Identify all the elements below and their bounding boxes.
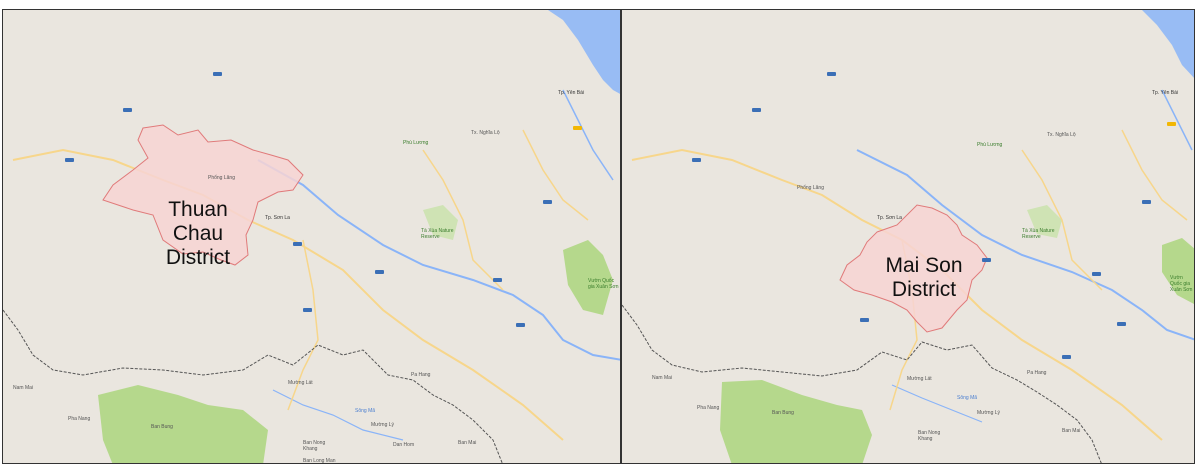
national-border: [3, 309, 503, 463]
place-label: Vườn Quốc gia Xuân Sơn: [588, 278, 619, 290]
district-label-line-1: Mai Son: [885, 254, 963, 277]
road-shield: [1167, 122, 1176, 126]
road-shield: [752, 108, 761, 112]
district-label: Thuan Chau District: [143, 198, 253, 270]
place-label: Phù Lương: [977, 142, 1003, 148]
place-label: Tp. Yên Bái: [1152, 90, 1179, 96]
place-label: Mường Lý: [371, 422, 395, 428]
road-yen-bai: [522, 129, 589, 221]
place-label: Tx. Nghĩa Lộ: [1047, 132, 1076, 138]
place-label: Mường Lát: [288, 380, 313, 386]
road-shield: [1117, 322, 1126, 326]
district-label-line-2: District: [891, 278, 957, 301]
place-label: Pha Nang: [697, 405, 720, 411]
place-label: Nam Mai: [652, 375, 673, 381]
place-label: Vườn Quốc gia Xuân Sơn: [1170, 275, 1193, 293]
forest-xuan-son: [1162, 238, 1194, 304]
forest-ta-xua: [1027, 205, 1062, 238]
forest-ta-xua: [423, 205, 458, 240]
place-label: Ban Bung: [151, 424, 173, 430]
road-shield: [692, 158, 701, 162]
place-label: Mường Lát: [907, 376, 932, 382]
place-label: Phổng Lăng: [208, 175, 235, 181]
road-shield: [213, 72, 222, 76]
river-da: [856, 149, 1194, 341]
road-shield: [1142, 200, 1151, 204]
place-label: Ban Nong Khang: [918, 430, 941, 442]
place-label: Dan Hom: [393, 442, 415, 448]
lake-shape: [548, 10, 620, 94]
district-label-line-2: District: [165, 246, 231, 269]
place-label: Ban Nong Khang: [303, 440, 326, 452]
place-label: Ban Long Man: [303, 458, 336, 464]
road-south: [287, 239, 319, 411]
place-label: Sông Mã: [957, 395, 978, 401]
road-shield: [493, 278, 502, 282]
river-ma: [272, 389, 404, 441]
place-label: Sông Mã: [355, 408, 376, 414]
road-shield: [123, 108, 132, 112]
forest-south: [98, 385, 268, 463]
national-border: [622, 304, 1102, 463]
place-label: Phù Lương: [403, 140, 429, 146]
road-shield: [65, 158, 74, 162]
district-boundary-thuan-chau: [102, 124, 304, 266]
place-label: Nam Mai: [13, 385, 34, 391]
river-da: [257, 159, 620, 361]
forest-xuan-son: [563, 240, 613, 315]
river-red: [562, 89, 614, 181]
place-label: Tx. Nghĩa Lộ: [471, 130, 500, 136]
place-label: Pa Hang: [411, 372, 431, 378]
road-shield: [982, 258, 991, 262]
road-shield: [293, 242, 302, 246]
road-nghia-lo: [422, 149, 504, 291]
forest-south: [720, 380, 872, 463]
district-label: Mai Son District: [869, 254, 979, 302]
place-label: Pa Hang: [1027, 370, 1047, 376]
road-national: [12, 148, 564, 441]
river-ma: [891, 384, 983, 423]
road-shield: [1062, 355, 1071, 359]
road-shield: [303, 308, 312, 312]
place-label: Ban Mai: [458, 440, 477, 446]
road-shield: [375, 270, 384, 274]
place-label: Ban Mai: [1062, 428, 1081, 434]
district-label-line-1: Thuan Chau: [168, 198, 228, 245]
place-label: Tà Xùa Nature Reserve: [1022, 228, 1055, 240]
road-shield: [860, 318, 869, 322]
place-label: Tà Xùa Nature Reserve: [421, 228, 454, 240]
place-label: Mường Lý: [977, 410, 1001, 416]
road-yen-bai: [1121, 129, 1188, 221]
map-canvas: [3, 10, 620, 463]
road-shield: [516, 323, 525, 327]
map-canvas: [622, 10, 1194, 463]
place-label: Pha Nang: [68, 416, 91, 422]
place-label: Tp. Sơn La: [877, 215, 902, 221]
place-label: Tp. Sơn La: [265, 215, 290, 221]
road-nghia-lo: [1021, 149, 1103, 291]
road-shield: [573, 126, 582, 130]
place-label: Ban Bung: [772, 410, 794, 416]
river-red: [1161, 89, 1193, 151]
place-label: Phổng Lăng: [797, 185, 824, 191]
map-panel-thuan-chau[interactable]: Thuan Chau District Tp. Yên Bái Tp. Sơn …: [2, 9, 621, 464]
map-panel-mai-son[interactable]: Mai Son District Tp. Yên Bái Tp. Sơn La …: [621, 9, 1195, 464]
road-shield: [543, 200, 552, 204]
lake-shape: [1142, 10, 1194, 78]
district-boundary-mai-son: [839, 204, 988, 333]
road-shield: [1092, 272, 1101, 276]
road-shield: [827, 72, 836, 76]
place-label: Tp. Yên Bái: [558, 90, 585, 96]
